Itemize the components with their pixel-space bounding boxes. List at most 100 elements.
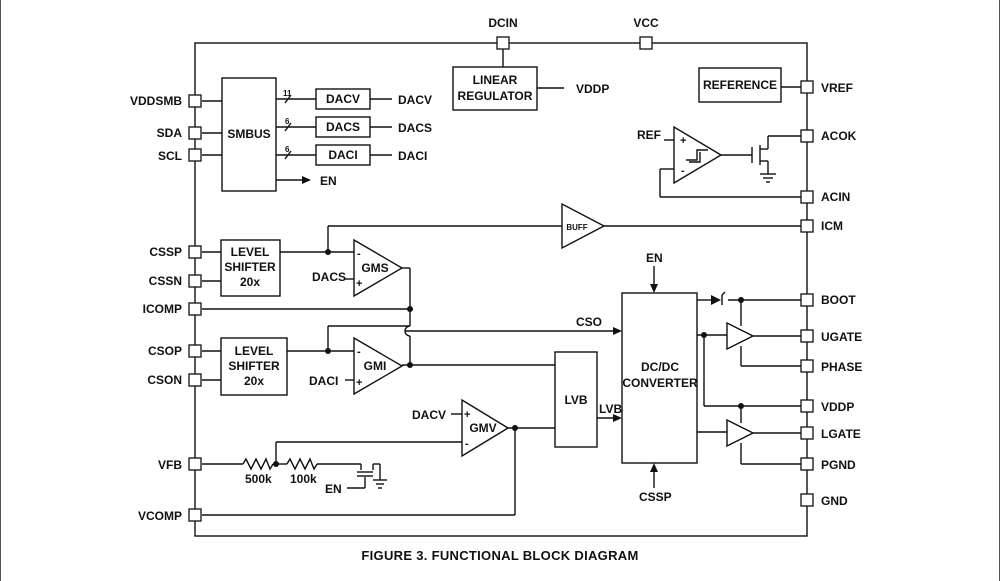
pin-boot: BOOT <box>800 293 856 307</box>
svg-text:VREF: VREF <box>821 81 853 95</box>
svg-text:DACS: DACS <box>312 270 346 284</box>
svg-text:SHIFTER: SHIFTER <box>224 260 276 274</box>
svg-text:GMI: GMI <box>364 359 387 373</box>
figure-caption: FIGURE 3. FUNCTIONAL BLOCK DIAGRAM <box>361 548 639 563</box>
left-frame-line <box>0 0 1 581</box>
svg-text:PHASE: PHASE <box>821 360 862 374</box>
pin-icm: ICM <box>800 219 843 233</box>
pin-csop: CSOP <box>148 344 202 358</box>
dacs-block: DACS <box>315 116 371 138</box>
signal-labels: VDDP DACV DACS DACI EN 11 6 6 REF DACS D… <box>245 82 672 504</box>
lvb-block: LVB <box>554 351 598 448</box>
svg-text:ACOK: ACOK <box>821 129 857 143</box>
svg-text:20x: 20x <box>244 374 264 388</box>
pin-pgnd: PGND <box>800 457 856 472</box>
svg-text:CONVERTER: CONVERTER <box>622 376 698 390</box>
svg-text:20x: 20x <box>240 275 260 289</box>
pin-cssp: CSSP <box>149 245 202 259</box>
svg-text:+: + <box>356 278 362 290</box>
svg-text:GND: GND <box>821 494 848 508</box>
daci-block: DACI <box>315 144 371 166</box>
svg-text:DACS: DACS <box>398 121 432 135</box>
svg-text:SDA: SDA <box>157 126 183 140</box>
svg-text:DACI: DACI <box>309 374 338 388</box>
junction-dots <box>273 249 744 467</box>
svg-text:DACV: DACV <box>398 93 432 107</box>
svg-text:+: + <box>680 135 686 147</box>
svg-text:11: 11 <box>283 89 292 98</box>
svg-text:VDDSMB: VDDSMB <box>130 94 182 108</box>
gms-amplifier: - + GMS <box>353 238 404 298</box>
svg-text:VFB: VFB <box>158 458 182 472</box>
svg-text:100k: 100k <box>290 472 317 486</box>
pin-ugate: UGATE <box>800 329 862 344</box>
pin-scl: SCL <box>158 148 202 163</box>
svg-text:6: 6 <box>285 117 290 126</box>
svg-text:REFERENCE: REFERENCE <box>703 78 777 92</box>
pin-vcc: VCC <box>633 16 659 50</box>
svg-text:ICOMP: ICOMP <box>143 302 182 316</box>
reference-block: REFERENCE <box>698 67 782 103</box>
pin-vddsmb: VDDSMB <box>130 94 202 108</box>
gmv-amplifier: + - GMV <box>461 398 510 458</box>
ugate-driver <box>726 321 755 351</box>
svg-text:DACS: DACS <box>326 120 360 134</box>
svg-text:DC/DC: DC/DC <box>641 360 679 374</box>
pin-dcin: DCIN <box>488 16 518 50</box>
svg-text:REF: REF <box>637 128 661 142</box>
svg-text:LEVEL: LEVEL <box>231 245 270 259</box>
svg-text:DACV: DACV <box>412 408 446 422</box>
svg-text:DACI: DACI <box>328 148 357 162</box>
svg-text:500k: 500k <box>245 472 272 486</box>
svg-text:CSSP: CSSP <box>639 490 672 504</box>
svg-text:LEVEL: LEVEL <box>235 344 274 358</box>
pin-vref: VREF <box>800 80 853 95</box>
buff-amplifier: BUFF <box>561 202 606 250</box>
svg-text:SCL: SCL <box>158 149 182 163</box>
svg-text:EN: EN <box>646 251 663 265</box>
svg-text:LINEAR: LINEAR <box>473 73 518 87</box>
svg-text:UGATE: UGATE <box>821 330 862 344</box>
svg-text:VDDP: VDDP <box>821 400 854 414</box>
svg-text:-: - <box>357 248 361 260</box>
svg-text:BOOT: BOOT <box>821 293 856 307</box>
svg-text:VCC: VCC <box>633 16 659 30</box>
pin-phase: PHASE <box>800 359 862 374</box>
svg-text:VDDP: VDDP <box>576 82 609 96</box>
svg-text:CSON: CSON <box>147 373 182 387</box>
pin-cssn: CSSN <box>149 274 202 288</box>
level-shifter-1-block: LEVEL SHIFTER 20x <box>220 239 281 297</box>
svg-text:SMBUS: SMBUS <box>227 127 270 141</box>
dcdc-converter-block: DC/DC CONVERTER <box>621 292 698 464</box>
svg-text:+: + <box>464 409 470 421</box>
svg-text:CSSP: CSSP <box>149 245 182 259</box>
svg-text:VCOMP: VCOMP <box>138 509 182 523</box>
svg-text:CSOP: CSOP <box>148 344 182 358</box>
svg-text:GMV: GMV <box>469 421 496 435</box>
svg-text:GMS: GMS <box>361 261 388 275</box>
svg-text:6: 6 <box>285 145 290 154</box>
svg-text:-: - <box>681 165 685 177</box>
linear-regulator-block: LINEAR REGULATOR <box>452 66 538 111</box>
svg-text:SHIFTER: SHIFTER <box>228 359 280 373</box>
pin-vfb: VFB <box>158 457 202 472</box>
svg-text:EN: EN <box>325 482 342 496</box>
dacv-block: DACV <box>315 88 371 110</box>
svg-text:DCIN: DCIN <box>488 16 517 30</box>
svg-text:LVB: LVB <box>599 402 622 416</box>
svg-text:BUFF: BUFF <box>566 223 587 232</box>
pin-vddp: VDDP <box>800 399 854 414</box>
svg-text:DACI: DACI <box>398 149 427 163</box>
level-shifter-2-block: LEVEL SHIFTER 20x <box>220 337 288 396</box>
svg-text:CSSN: CSSN <box>149 274 182 288</box>
svg-text:CSO: CSO <box>576 315 602 329</box>
pin-cson: CSON <box>147 373 202 387</box>
svg-text:DACV: DACV <box>326 92 360 106</box>
wires <box>202 49 801 516</box>
svg-text:-: - <box>465 438 469 450</box>
pin-lgate: LGATE <box>800 426 861 441</box>
pin-gnd: GND <box>800 493 848 508</box>
svg-text:REGULATOR: REGULATOR <box>458 89 533 103</box>
svg-text:-: - <box>357 346 361 358</box>
